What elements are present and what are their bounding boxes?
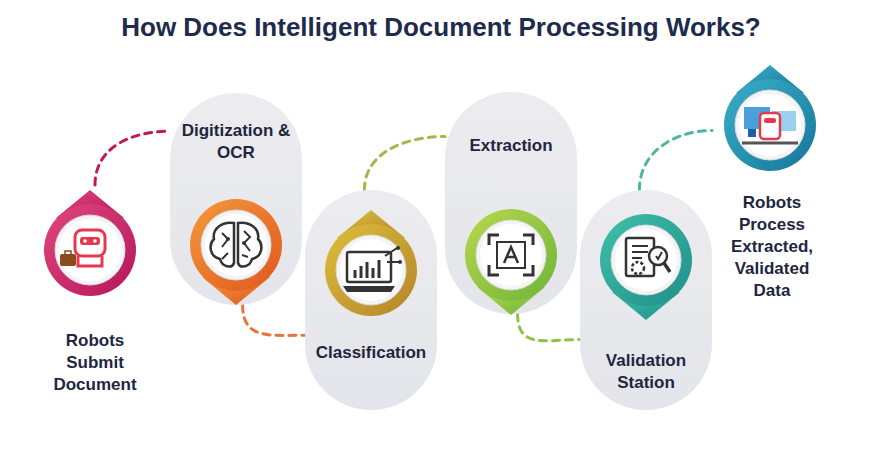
process-step: Robots Submit Document <box>40 185 150 406</box>
icon-part <box>398 260 402 264</box>
icon-part <box>600 214 692 306</box>
icon-part <box>347 252 391 282</box>
icon-part <box>343 286 395 292</box>
icon-part <box>336 235 406 305</box>
pin-icon <box>712 60 713 61</box>
icon-part <box>355 260 379 278</box>
icon-part <box>242 241 246 245</box>
icon-part <box>325 224 417 316</box>
icon-part <box>664 263 670 272</box>
icon-part <box>65 251 71 255</box>
process-capsule: Classification <box>305 190 437 410</box>
diagram-title: How Does Intelligent Document Processing… <box>0 12 882 43</box>
step-label: Digitization & OCR <box>181 120 291 164</box>
icon-part <box>211 223 234 267</box>
icon-part <box>760 113 780 139</box>
icon-part <box>724 65 816 171</box>
icon-part <box>190 199 282 291</box>
dashed-connector <box>243 305 305 335</box>
pin-icon <box>445 92 446 93</box>
icon-part <box>739 94 801 156</box>
icon-part <box>611 225 681 295</box>
dashed-connector <box>364 136 445 190</box>
icon-part <box>497 242 525 268</box>
icon-part <box>238 223 261 267</box>
icon-part <box>325 210 417 316</box>
dashed-connector <box>95 131 170 185</box>
step-label: Extraction <box>449 135 573 157</box>
icon-part <box>465 209 557 301</box>
process-capsule: Digitization & OCR <box>170 93 302 305</box>
icon-part <box>489 235 533 275</box>
icon-part <box>385 248 399 262</box>
icon-part <box>476 220 546 290</box>
dashed-connector <box>639 131 712 190</box>
icon-part <box>59 219 121 281</box>
pin-icon <box>170 93 171 94</box>
icon-part <box>205 214 267 276</box>
icon-part <box>396 246 400 250</box>
icon-part <box>44 190 136 296</box>
icon-part <box>60 254 76 266</box>
icon-part <box>656 252 662 259</box>
icon-part <box>222 231 250 259</box>
step-label: Validation Station <box>591 350 701 394</box>
icon-part <box>649 247 667 265</box>
icon-part <box>480 224 542 286</box>
icon-part <box>190 199 282 305</box>
icon-part <box>600 214 692 320</box>
process-capsule: Validation Station <box>580 190 712 410</box>
icon-part <box>632 262 644 274</box>
icon-part <box>340 239 402 301</box>
pin-icon <box>40 185 41 186</box>
dashed-connector <box>518 314 580 341</box>
icon-part <box>44 204 136 296</box>
pin-icon <box>305 190 306 191</box>
pin-icon <box>580 190 581 191</box>
icon-part <box>742 142 798 145</box>
icon-part <box>764 118 776 123</box>
icon-part <box>83 239 87 243</box>
icon-part <box>748 129 756 137</box>
icon-part <box>201 210 271 280</box>
process-capsule: Extraction <box>445 92 577 314</box>
icon-part <box>78 256 102 266</box>
icon-part <box>75 230 105 256</box>
icon-part <box>615 229 677 291</box>
icon-part <box>80 237 100 245</box>
process-step: Robots Process Extracted, Validated Data <box>712 60 832 312</box>
icon-part <box>55 215 125 285</box>
icon-part <box>735 90 805 160</box>
icon-part <box>632 246 648 258</box>
step-label: Robots Submit Document <box>47 330 143 396</box>
icon-part <box>226 237 230 241</box>
icon-part <box>724 79 816 171</box>
icon-part <box>465 209 557 315</box>
step-label: Robots Process Extracted, Validated Data <box>724 192 820 302</box>
icon-part <box>93 239 97 243</box>
step-label: Classification <box>309 342 433 364</box>
icon-part <box>504 247 518 263</box>
